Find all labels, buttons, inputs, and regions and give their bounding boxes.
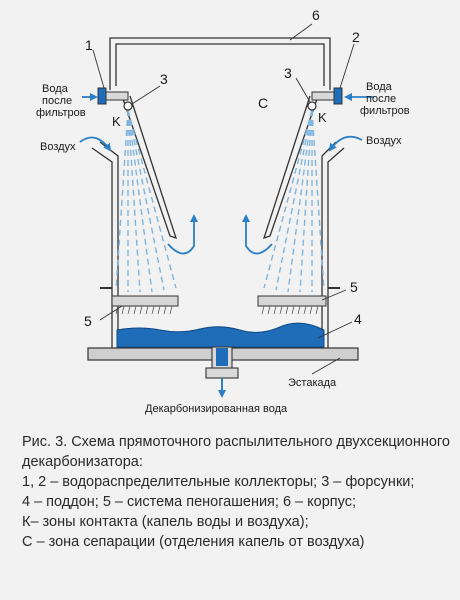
spray-right: [263, 109, 325, 293]
water-right-2: после: [366, 93, 396, 105]
figure-caption: Рис. 3. Схема прямоточного распылительно…: [22, 432, 452, 552]
caption-line: декарбонизатора:: [22, 454, 143, 470]
label-6: 6: [312, 7, 320, 23]
caption-line: 1, 2 – водораспределительные коллекторы;…: [22, 474, 415, 490]
air-left-label: Воздух: [40, 141, 76, 153]
label-1: 1: [85, 37, 93, 53]
label-k-right: K: [318, 110, 327, 125]
label-4: 4: [354, 311, 362, 327]
leader-lines: [92, 23, 355, 375]
label-2: 2: [352, 29, 360, 45]
separation-baffles: [121, 95, 319, 240]
output-label: Декарбонизированная вода: [145, 403, 288, 415]
caption-line: Рис. 3. Схема прямоточного распылительно…: [22, 434, 450, 450]
label-5-right: 5: [350, 279, 358, 295]
water-left-3: фильтров: [36, 107, 86, 119]
foam-plates: [111, 295, 327, 315]
collector-left: [97, 87, 133, 111]
water-left-1: Вода: [42, 83, 69, 95]
collector-right: [307, 87, 343, 111]
pan-water: [116, 322, 325, 348]
label-3-left: 3: [160, 71, 168, 87]
caption-line: 4 – поддон; 5 – система пеногашения; 6 –…: [22, 494, 356, 510]
air-right-label: Воздух: [366, 135, 402, 147]
label-3-right: 3: [284, 65, 292, 81]
decarbonizer-diagram: 1 2 3 3 6 4 5 5 K K С Вода после фильтро…: [36, 7, 410, 415]
label-c: С: [258, 95, 268, 111]
drain-pipe: [205, 346, 239, 398]
caption-line: С – зона сепарации (отделения капель от …: [22, 534, 365, 550]
water-right-3: фильтров: [360, 105, 410, 117]
caption-line: К– зоны контакта (капель воды и воздуха)…: [22, 514, 309, 530]
flow-arrows: [79, 93, 374, 255]
body-walls: [91, 141, 345, 348]
spray-left: [115, 109, 177, 293]
label-k-left: K: [112, 114, 121, 129]
top-frame: [109, 37, 331, 90]
water-left-2: после: [42, 95, 72, 107]
water-right-1: Вода: [366, 81, 393, 93]
estacade-label: Эстакада: [288, 377, 337, 389]
label-5-left: 5: [84, 313, 92, 329]
